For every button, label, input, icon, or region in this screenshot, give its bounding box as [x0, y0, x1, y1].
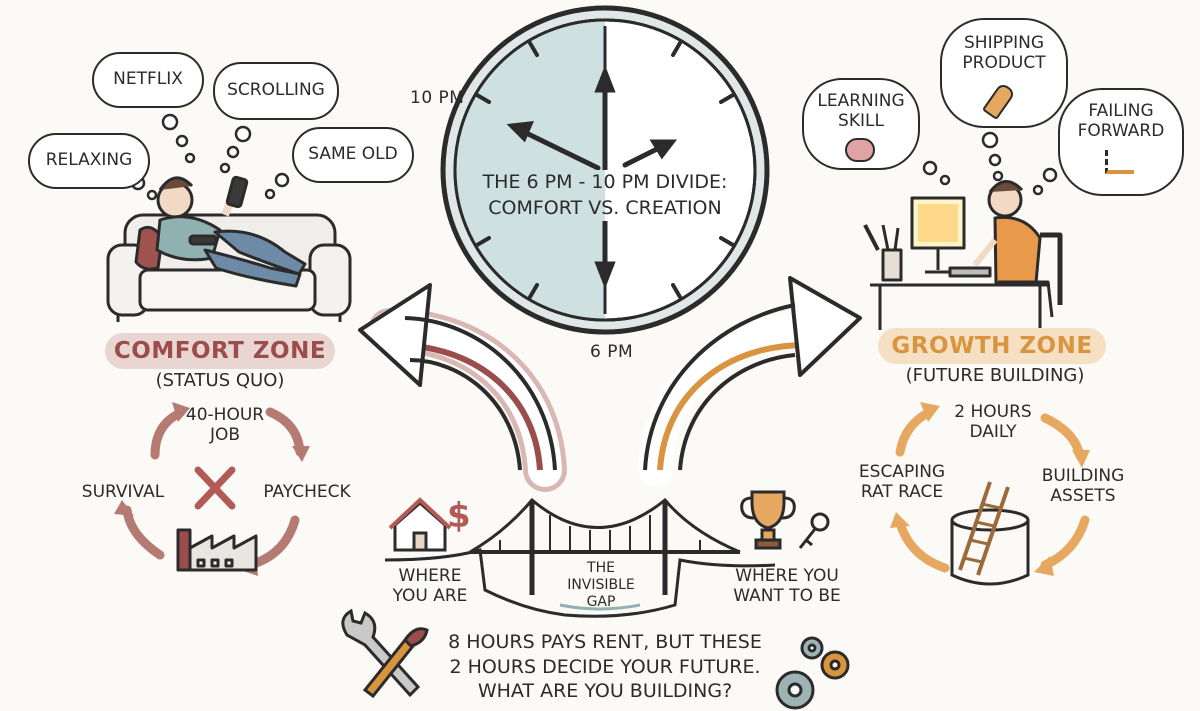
clock-title-line2: COMFORT VS. CREATION — [476, 195, 734, 222]
gears-icon — [775, 636, 850, 710]
thought-relaxing: RELAXING — [28, 133, 150, 189]
footer-line2: 2 HOURS DECIDE YOUR FUTURE. — [449, 655, 761, 678]
comfort-zone-subtitle: (STATUS QUO) — [155, 370, 285, 391]
clock-label-bottom: 6 PM — [590, 342, 634, 362]
bridge-illustration — [384, 497, 776, 618]
cycle-building-assets: BUILDING ASSETS — [1041, 466, 1125, 507]
thought-failing-forward: FAILING FORWARD — [1058, 88, 1184, 196]
desk-scene — [863, 180, 1063, 330]
footer-line1: 8 HOURS PAYS RENT, BUT THESE — [448, 631, 762, 653]
left-big-arrow — [358, 283, 567, 492]
wrench-brush-icon — [341, 608, 429, 699]
dollar-icon: $ — [447, 496, 471, 536]
thought-netflix-text: NETFLIX — [113, 69, 183, 90]
couch-scene — [106, 175, 352, 322]
thought-relaxing-text: RELAXING — [45, 150, 133, 171]
ladder-jar-icon — [950, 481, 1030, 586]
footer-quote: 8 HOURS PAYS RENT, BUT THESE 2 HOURS DEC… — [435, 630, 775, 704]
growth-cycle — [890, 402, 1090, 576]
thought-same-old: SAME OLD — [292, 127, 414, 183]
cycle-escaping-rat-race: ESCAPING RAT RACE — [858, 462, 946, 503]
growth-zone-title: GROWTH ZONE — [878, 328, 1106, 364]
key-icon — [798, 512, 830, 549]
growth-zone-title-text: GROWTH ZONE — [891, 333, 1093, 359]
cycle-40-hour-job: 40-HOUR JOB — [185, 405, 265, 446]
thought-shipping-product: SHIPPING PRODUCT — [940, 18, 1068, 128]
growth-thought-dots — [922, 131, 1058, 196]
cycle-paycheck: PAYCHECK — [263, 482, 351, 502]
trophy-icon — [740, 490, 796, 550]
bridge-where-you-want-to-be: WHERE YOU WANT TO BE — [733, 566, 841, 607]
thought-scrolling: SCROLLING — [213, 62, 339, 120]
clock-title-line1: THE 6 PM - 10 PM DIVIDE: — [476, 170, 734, 196]
factory-icon — [176, 528, 258, 572]
clock-title: THE 6 PM - 10 PM DIVIDE: COMFORT VS. CRE… — [476, 170, 734, 222]
brain-icon — [845, 138, 875, 162]
thought-netflix: NETFLIX — [92, 52, 204, 108]
comfort-thought-dots — [130, 113, 290, 201]
footer-line3: WHAT ARE YOU BUILDING? — [477, 680, 733, 703]
house-icon — [388, 497, 452, 552]
comfort-zone-title-text: COMFORT ZONE — [113, 338, 327, 364]
right-big-arrow — [638, 276, 862, 487]
spring-icon — [1105, 150, 1134, 174]
thought-same-old-text: SAME OLD — [308, 144, 398, 165]
thought-shipping-product-text: SHIPPING PRODUCT — [962, 33, 1046, 73]
growth-zone-subtitle: (FUTURE BUILDING) — [905, 365, 1085, 386]
cycle-survival: SURVIVAL — [81, 482, 165, 502]
thought-failing-forward-text: FAILING FORWARD — [1077, 101, 1165, 141]
thought-scrolling-text: SCROLLING — [227, 80, 325, 101]
bridge-invisible-gap: THE INVISIBLE GAP — [567, 560, 635, 610]
thought-learning-skill-text: LEARNING SKILL — [817, 91, 905, 131]
comfort-zone-title: COMFORT ZONE — [105, 333, 335, 369]
bridge-where-you-are: WHERE YOU ARE — [392, 566, 468, 607]
cycle-2-hours-daily: 2 HOURS DAILY — [954, 402, 1032, 443]
clock-label-top: 10 PM — [410, 88, 465, 108]
